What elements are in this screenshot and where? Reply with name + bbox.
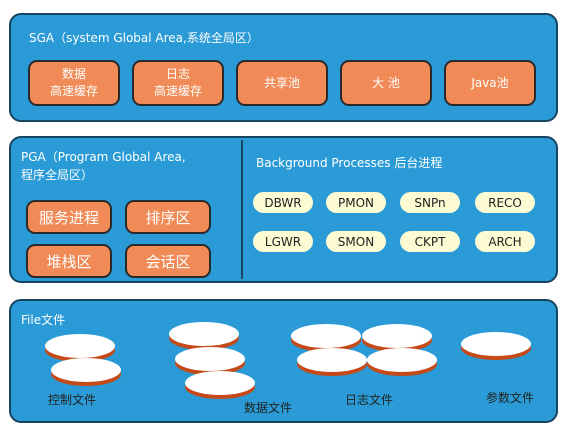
parameter-file-label: 参数文件 <box>486 391 535 405</box>
process-smon: SMON <box>326 231 386 252</box>
control-file-disk <box>45 334 115 358</box>
file-title: File文件 <box>21 313 66 327</box>
pga-title: PGA（Program Global Area, 程序全局区） <box>21 150 186 182</box>
server-process-box: 服务进程 <box>26 200 112 234</box>
data-file-disk <box>185 371 255 395</box>
shared-pool-box: 共享池 <box>236 60 328 106</box>
java-pool-box: Java池 <box>444 60 536 106</box>
stack-area-box: 堆栈区 <box>26 244 112 278</box>
session-area-box: 会话区 <box>125 244 211 278</box>
pga-background-panel: PGA（Program Global Area, 程序全局区） 服务进程 排序区… <box>9 136 558 283</box>
file-panel: File文件 控制文件 数据文件 日志文件 参数文件 <box>9 299 558 423</box>
panel-divider <box>241 140 243 279</box>
process-pmon: PMON <box>326 192 386 213</box>
redo-log-buffer-box: 日志 高速缓存 <box>132 60 224 106</box>
process-dbwr: DBWR <box>253 192 313 213</box>
data-file-disk <box>169 322 239 346</box>
log-file-disk <box>291 324 361 348</box>
process-snpn: SNPn <box>400 192 460 213</box>
process-arch: ARCH <box>475 231 535 252</box>
control-file-disk <box>51 358 121 382</box>
process-lgwr: LGWR <box>253 231 313 252</box>
data-buffer-cache-box: 数据 高速缓存 <box>28 60 120 106</box>
process-ckpt: CKPT <box>400 231 460 252</box>
process-reco: RECO <box>475 192 535 213</box>
log-file-disk <box>362 324 432 348</box>
parameter-file-disk <box>461 332 531 356</box>
sga-panel: SGA（system Global Area,系统全局区） 数据 高速缓存 日志… <box>9 13 558 122</box>
control-file-label: 控制文件 <box>48 393 97 407</box>
background-processes-title: Background Processes 后台进程 <box>256 156 443 170</box>
data-file-disk <box>175 347 245 371</box>
data-file-label: 数据文件 <box>244 401 293 415</box>
large-pool-box: 大 池 <box>340 60 432 106</box>
log-file-disk <box>297 348 367 372</box>
sga-title: SGA（system Global Area,系统全局区） <box>29 31 259 45</box>
log-file-label: 日志文件 <box>345 393 394 407</box>
log-file-disk <box>367 348 437 372</box>
sort-area-box: 排序区 <box>125 200 211 234</box>
